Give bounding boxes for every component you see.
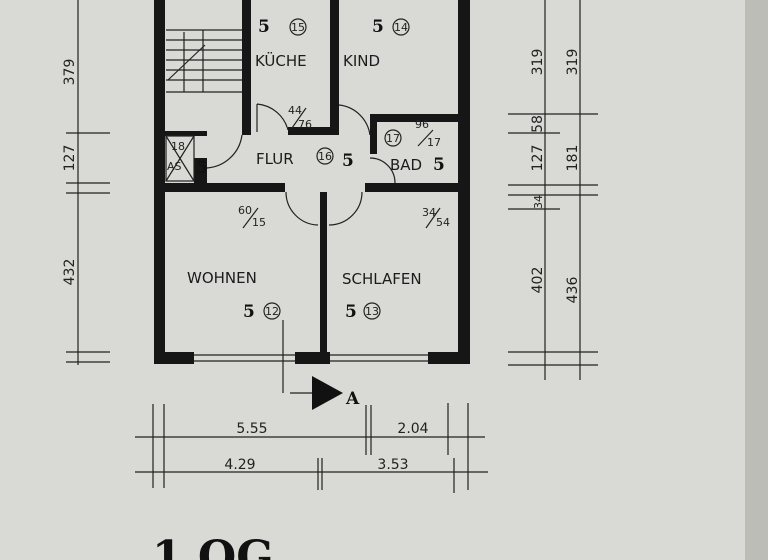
room-label-flur: FLUR [256, 150, 294, 168]
room-mark: 5 [342, 151, 354, 171]
room-label-kind: KIND [343, 52, 380, 70]
opening-value: 34 [422, 206, 436, 219]
as-shaft [165, 135, 195, 182]
dimension-value: 402 [530, 267, 546, 294]
staircase [166, 29, 242, 93]
dimension-value: 436 [565, 277, 581, 304]
room-label-schlafen: SCHLAFEN [342, 270, 422, 288]
opening-value: 76 [298, 118, 312, 131]
dimension-value: 319 [565, 49, 581, 76]
room-mark: 5 [258, 17, 270, 37]
opening-value: 54 [436, 216, 450, 229]
dimension-value: 4.29 [224, 457, 255, 473]
room-label-kueche: KÜCHE [255, 51, 307, 70]
dimension-value: 127 [530, 145, 546, 172]
room-mark: 5 [243, 302, 255, 322]
dimension-value: 432 [62, 259, 78, 286]
opening-value: 60 [238, 204, 252, 217]
opening-value: 17 [427, 136, 441, 149]
door-swings [206, 103, 396, 226]
room-number: 18 [171, 140, 185, 153]
opening-value: 96 [415, 118, 429, 131]
room-number: 14 [394, 21, 408, 34]
dimension-value: 127 [62, 145, 78, 172]
dimension-left [66, 0, 110, 365]
dimension-value: 5.55 [236, 421, 267, 437]
room-mark: 5 [345, 302, 357, 322]
room-number: 13 [365, 305, 379, 318]
dimension-value: 3.53 [377, 457, 408, 473]
room-label-as: AS [167, 160, 182, 173]
dimension-value: 34 [532, 195, 545, 209]
room-label-bad: BAD [390, 156, 422, 174]
dimension-value: 319 [530, 49, 546, 76]
room-mark: 5 [196, 158, 208, 178]
opening-value: 44 [288, 104, 302, 117]
dimension-value: 58 [530, 115, 546, 133]
windows [194, 354, 428, 362]
section-marker: A [282, 320, 360, 410]
room-label-wohnen: WOHNEN [187, 269, 257, 287]
room-number: 12 [265, 305, 279, 318]
dimension-right [508, 0, 598, 380]
room-mark: 5 [372, 17, 384, 37]
room-number: 17 [386, 132, 400, 145]
page-edge [745, 0, 768, 560]
room-number: 16 [318, 150, 332, 163]
opening-value: 15 [252, 216, 266, 229]
room-number: 15 [291, 21, 305, 34]
walls [154, 0, 470, 364]
dimension-bottom [135, 403, 488, 493]
section-label: A [345, 389, 360, 409]
dimension-value: 2.04 [397, 421, 428, 437]
dimension-value: 181 [565, 145, 581, 172]
floor-label: 1.OG [152, 532, 274, 560]
dimension-value: 379 [62, 59, 78, 86]
room-mark: 5 [433, 155, 445, 175]
